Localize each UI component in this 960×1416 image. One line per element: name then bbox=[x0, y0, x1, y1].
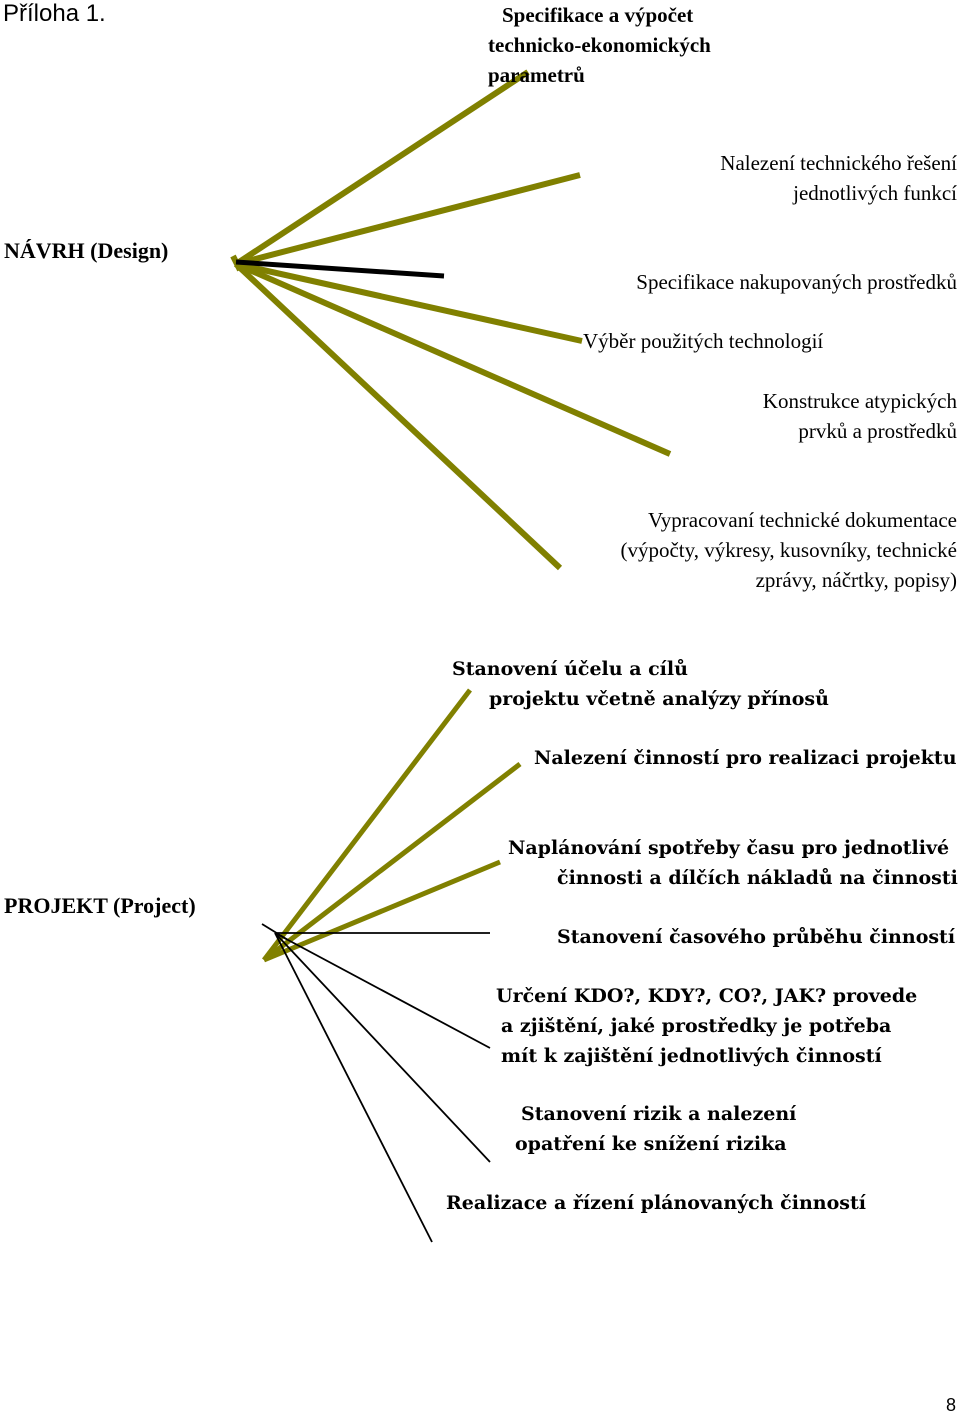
branch-activities bbox=[262, 762, 522, 962]
node-risks: Stanovení rizik a nalezení opatření ke s… bbox=[515, 1099, 796, 1159]
branch-risks bbox=[274, 932, 491, 1163]
node-spec-params: Specifikace a výpočet technicko-ekonomic… bbox=[488, 0, 711, 90]
branch-atypical bbox=[234, 261, 672, 457]
node-time-plan-line-1: Naplánování spotřeby času pro jednotlivé bbox=[508, 837, 950, 859]
node-purchased: Specifikace nakupovaných prostředků bbox=[636, 270, 957, 294]
node-technologies: Výběr použitých technologií bbox=[583, 329, 824, 353]
node-activities: Nalezení činností pro realizaci projektu bbox=[534, 747, 957, 769]
branch-tech-solution bbox=[235, 172, 581, 267]
page-number: 8 bbox=[945, 1395, 956, 1415]
node-purpose-line-2: projektu včetně analýzy přínosů bbox=[489, 688, 829, 710]
branch-who-when bbox=[274, 932, 491, 1049]
design-root-label: NÁVRH (Design) bbox=[4, 238, 169, 263]
branch-tick bbox=[261, 923, 289, 941]
node-spec-params-line-1: Specifikace a výpočet bbox=[502, 3, 694, 27]
node-purpose-line-1: Stanovení účelu a cílů bbox=[452, 658, 688, 680]
node-atypical-line-2: prvků a prostředků bbox=[798, 419, 957, 443]
node-who-when-line-1: Určení KDO?, KDY?, CO?, JAK? provede bbox=[496, 985, 918, 1007]
node-atypical: Konstrukce atypických prvků a prostředků bbox=[763, 386, 957, 446]
node-documentation-line-2: (výpočty, výkresy, kusovníky, technické bbox=[620, 538, 957, 562]
node-time-plan: Naplánování spotřeby času pro jednotlivé… bbox=[508, 833, 958, 893]
project-black-branches bbox=[261, 923, 491, 1243]
appendix-label: Příloha 1. bbox=[3, 0, 106, 27]
node-atypical-line-1: Konstrukce atypických bbox=[762, 389, 957, 413]
project-root-label: PROJEKT (Project) bbox=[4, 893, 196, 918]
branch-technologies bbox=[235, 261, 583, 344]
branch-documentation bbox=[233, 261, 563, 571]
node-tech-solution-line-1: Nalezení technického řešení bbox=[720, 151, 957, 175]
project-olive-branches bbox=[262, 688, 522, 963]
node-purpose: Stanovení účelu a cílů projektu včetně a… bbox=[452, 654, 829, 714]
node-timeline: Stanovení časového průběhu činností bbox=[557, 926, 956, 948]
node-tech-solution-line-2: jednotlivých funkcí bbox=[793, 181, 957, 205]
node-documentation: Vypracovaní technické dokumentace (výpoč… bbox=[620, 505, 957, 595]
node-who-when-line-3: mít k zajištění jednotlivých činností bbox=[501, 1045, 882, 1067]
branch-time-plan bbox=[263, 859, 501, 963]
node-risks-line-2: opatření ke snížení rizika bbox=[515, 1133, 787, 1155]
node-spec-params-line-3: parametrů bbox=[488, 63, 585, 87]
node-realization: Realizace a řízení plánovaných činností bbox=[446, 1192, 866, 1214]
node-who-when: Určení KDO?, KDY?, CO?, JAK? provede a z… bbox=[496, 981, 917, 1071]
branch-spec-params bbox=[234, 69, 530, 267]
node-documentation-line-1: Vypracovaní technické dokumentace bbox=[647, 508, 957, 532]
branch-realization bbox=[274, 932, 433, 1243]
design-branches bbox=[230, 69, 672, 571]
node-documentation-line-3: zprávy, náčrtky, popisy) bbox=[755, 568, 957, 592]
branch-purchased bbox=[235, 259, 445, 279]
node-risks-line-1: Stanovení rizik a nalezení bbox=[521, 1103, 797, 1125]
node-tech-solution: Nalezení technického řešení jednotlivých… bbox=[720, 148, 957, 208]
node-spec-params-line-2: technicko-ekonomických bbox=[488, 33, 711, 57]
node-who-when-line-2: a zjištění, jaké prostředky je potřeba bbox=[501, 1015, 892, 1037]
branch-purpose bbox=[262, 688, 472, 962]
node-time-plan-line-2: činnosti a dílčích nákladů na činnosti bbox=[557, 867, 958, 889]
